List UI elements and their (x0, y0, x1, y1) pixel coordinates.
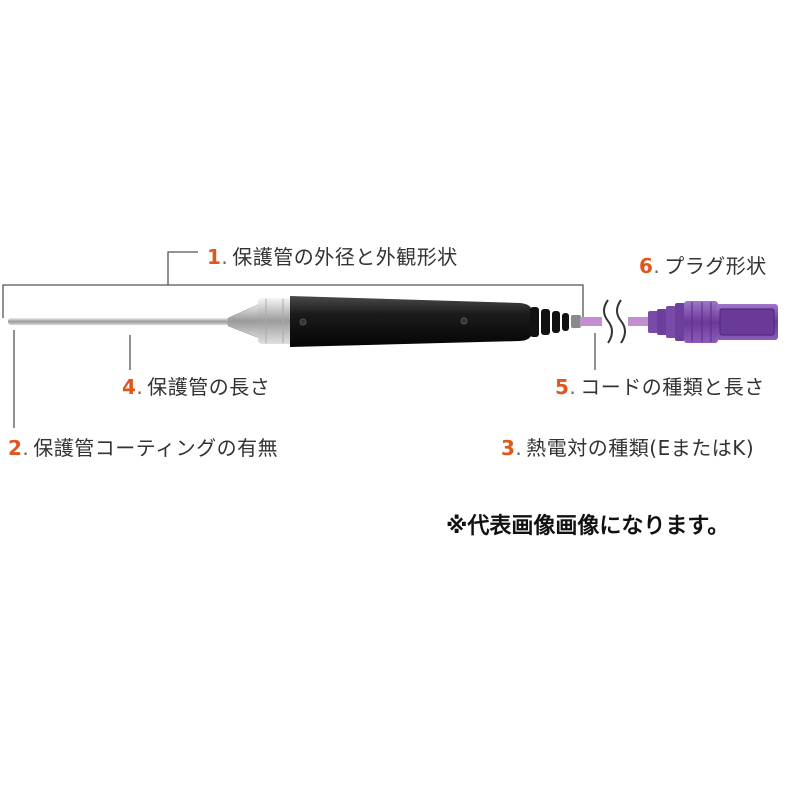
representative-image-note: ※代表画像画像になります。 (446, 514, 730, 539)
label-thermocouple-type: 3.熱電対の種類(EまたはK) (501, 436, 755, 460)
label-number: 2 (8, 436, 23, 460)
label-text: コードの種類と長さ (580, 375, 765, 399)
metal-ring (258, 298, 294, 344)
strain-relief (530, 307, 581, 337)
cord-break-mark (616, 299, 626, 344)
overall-length-bracket (2, 251, 584, 318)
label-text: 熱電対の種類(EまたはK) (526, 436, 755, 460)
label-plug-shape: 6.プラグ形状 (639, 254, 767, 278)
handle-screw (299, 318, 307, 326)
label-number: 4 (122, 375, 137, 399)
plug (648, 301, 778, 343)
label-number: 1 (207, 245, 222, 269)
cord (628, 317, 650, 326)
label-cord-type: 5.コードの種類と長さ (555, 375, 765, 399)
label-number: 3 (501, 436, 516, 460)
handle-screw (460, 317, 468, 325)
cord-break-mark (603, 299, 613, 344)
handle-body (290, 296, 532, 347)
label-text: 保護管の外径と外観形状 (232, 245, 458, 269)
cord (580, 317, 602, 326)
label-text: 保護管コーティングの有無 (33, 436, 279, 460)
label-sheath-length: 4.保護管の長さ (122, 375, 271, 399)
probe-taper (227, 302, 263, 340)
probe-sheath (8, 318, 236, 325)
label-outer-diameter: 1.保護管の外径と外観形状 (207, 245, 458, 269)
label-text: 保護管の長さ (147, 375, 271, 399)
label-number: 6 (639, 254, 654, 278)
label-number: 5 (555, 375, 570, 399)
label-coating: 2.保護管コーティングの有無 (8, 436, 279, 460)
label-text: プラグ形状 (664, 254, 767, 278)
